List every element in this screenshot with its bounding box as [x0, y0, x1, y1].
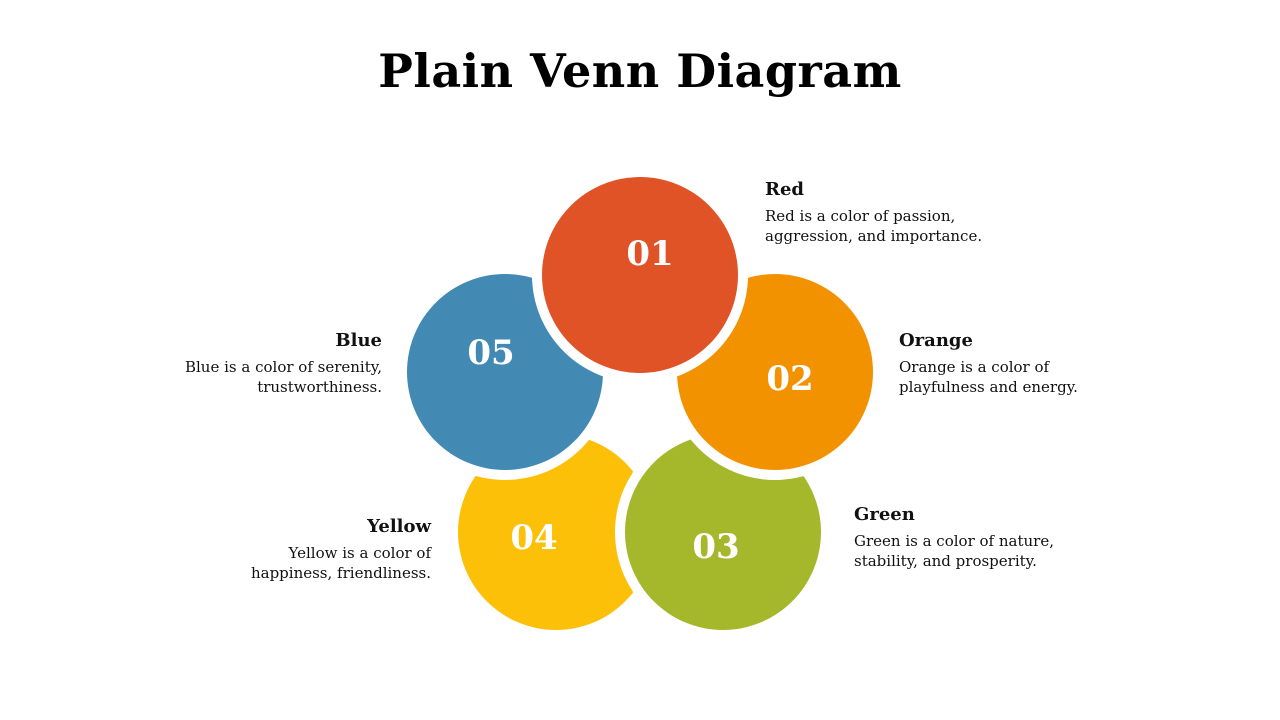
circle-04 — [458, 434, 654, 630]
label-blue-name: Blue — [335, 330, 382, 351]
number-02: 02 — [766, 359, 813, 399]
number-01: 01 — [626, 234, 673, 274]
label-blue: Blue Blue is a color of serenity, trustw… — [171, 330, 382, 397]
label-orange: Orange Orange is a color of playfulness … — [899, 330, 1099, 397]
label-green: Green Green is a color of nature, stabil… — [854, 504, 1064, 571]
label-red-name: Red — [765, 179, 804, 200]
label-orange-description: Orange is a color of playfulness and ene… — [899, 358, 1078, 396]
label-green-name: Green — [854, 504, 915, 525]
number-04: 04 — [510, 518, 557, 558]
label-yellow: Yellow Yellow is a color of happiness, f… — [231, 516, 431, 583]
number-05: 05 — [467, 333, 514, 373]
circle-03 — [625, 434, 821, 630]
label-orange-name: Orange — [899, 330, 973, 351]
label-blue-description: Blue is a color of serenity, trustworthi… — [184, 358, 382, 396]
label-yellow-name: Yellow — [367, 516, 431, 537]
page-title: Plain Venn Diagram — [378, 44, 902, 98]
label-red: Red Red is a color of passion, aggressio… — [765, 179, 995, 246]
number-03: 03 — [692, 527, 739, 567]
label-red-description: Red is a color of passion, aggression, a… — [765, 207, 983, 245]
circle-01 — [542, 177, 738, 373]
label-green-description: Green is a color of nature, stability, a… — [854, 532, 1054, 570]
circle-group-01 — [532, 167, 748, 383]
label-yellow-description: Yellow is a color of happiness, friendli… — [250, 544, 431, 582]
